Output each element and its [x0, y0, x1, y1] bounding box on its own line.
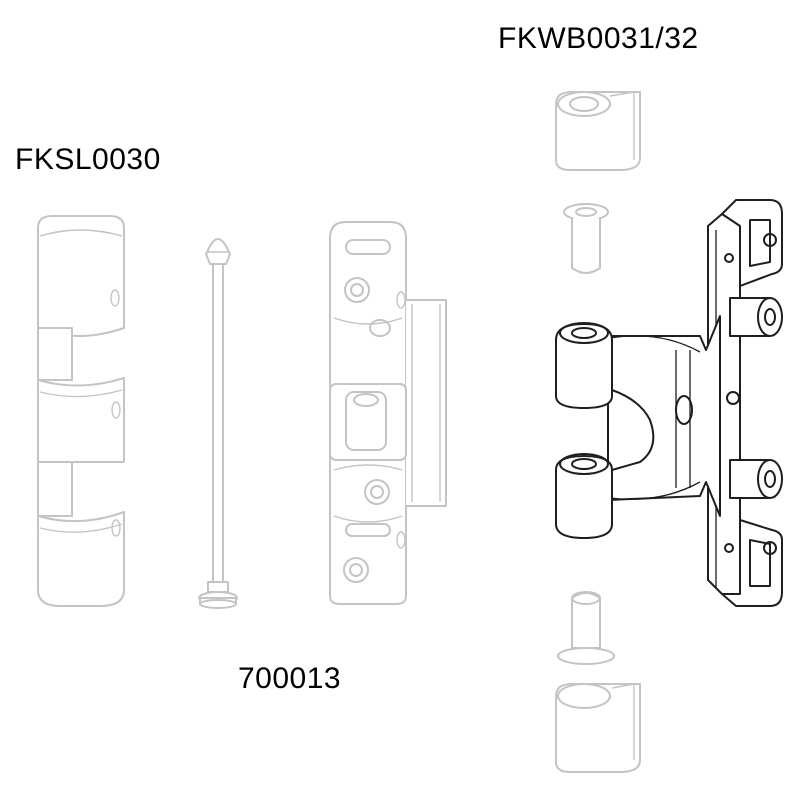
top-cap-part — [555, 91, 641, 171]
sash-leaf-part — [329, 221, 447, 605]
bottom-bushing-part — [557, 591, 615, 665]
sash-hinge-assembly — [555, 199, 783, 607]
pin-part-label: 700013 — [238, 662, 342, 695]
frame-part-label: FKSL0030 — [15, 143, 161, 176]
top-bushing-part — [563, 203, 609, 274]
bottom-cap-part — [555, 683, 641, 773]
frame-hinge-part — [37, 215, 125, 607]
hinge-pin — [198, 238, 238, 609]
sash-part-label: FKWB0031/32 — [498, 22, 699, 55]
